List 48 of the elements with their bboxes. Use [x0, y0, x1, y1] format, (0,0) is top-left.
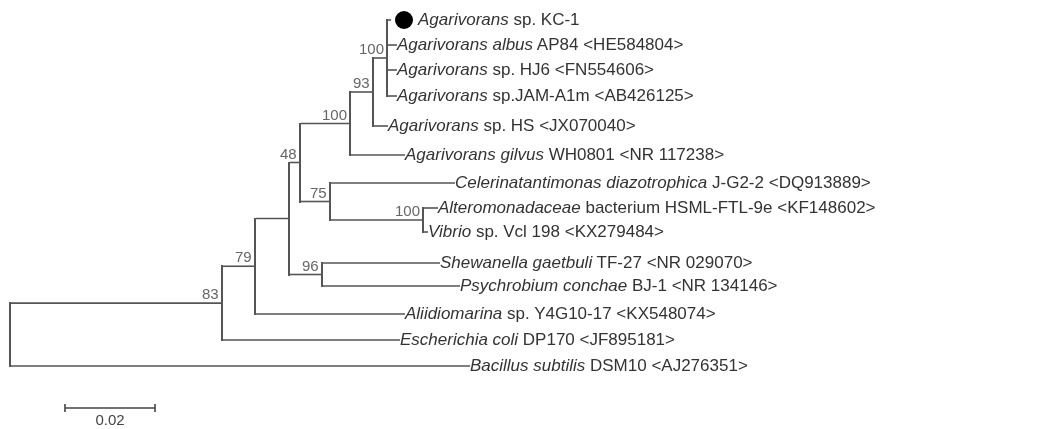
tree-branch [373, 125, 389, 127]
tree-branch [10, 302, 223, 304]
bootstrap-value: 100 [395, 203, 421, 219]
taxon-label: Agarivorans sp. KC-1 [391, 10, 580, 30]
taxon-label: Bacillus subtilis DSM10 <AJ276351> [470, 356, 748, 376]
tree-branch [222, 265, 256, 268]
tree-branch [322, 285, 461, 287]
bootstrap-value: 93 [353, 75, 370, 91]
tree-branch [255, 217, 290, 220]
tree-branch [10, 365, 471, 367]
tree-branch [330, 182, 456, 184]
tree-branch [300, 200, 331, 203]
bootstrap-value: 48 [280, 145, 297, 162]
taxon-label: Alteromonadaceae bacterium HSML-FTL-9e <KF148602> [438, 198, 876, 218]
tree-branch [350, 91, 374, 93]
taxon-label: Vibrio sp. Vcl 198 <KX279484> [428, 222, 664, 242]
tree-branch [423, 231, 429, 233]
bootstrap-value: 100 [322, 106, 348, 123]
taxon-label: Celerinatantimonas diazotrophica J-G2-2 <DQ913889> [455, 173, 871, 193]
tree-branch [387, 44, 398, 46]
taxon-label: Agarivorans sp. HJ6 <FN554606> [397, 60, 655, 80]
tree-branch [255, 313, 406, 315]
tree-branch [289, 273, 323, 276]
tree-branch [387, 19, 392, 21]
taxon-label: Agarivorans sp.JAM-A1m <AB426125> [397, 86, 694, 106]
taxon-label: Agarivorans sp. HS <JX070040> [388, 116, 636, 136]
bootstrap-value: 79 [235, 249, 252, 266]
scale-value: 0.02 [95, 412, 125, 428]
tree-branch [387, 95, 398, 97]
tree-branch [330, 219, 424, 221]
taxon-label: Agarivorans gilvus WH0801 <NR 117238> [405, 145, 725, 165]
taxon-label: Aliidiomarina sp. Y4G10-17 <KX548074> [405, 304, 716, 324]
marker-dot [395, 11, 413, 29]
bootstrap-value: 100 [359, 41, 385, 57]
tree-branch [423, 207, 439, 209]
taxon-label: Agarivorans albus AP84 <HE584804> [397, 35, 684, 55]
taxon-label: Psychrobium conchae BJ-1 <NR 134146> [460, 276, 778, 296]
taxon-label: Escherichia coli DP170 <JF895181> [400, 330, 675, 350]
tree-branch [387, 69, 398, 71]
tree-branch [373, 57, 388, 59]
tree-branch [300, 122, 351, 125]
tree-branch [222, 339, 401, 341]
bootstrap-value: 83 [202, 286, 219, 303]
tree-branch [350, 154, 406, 156]
bootstrap-value: 75 [310, 184, 327, 201]
bootstrap-value: 96 [302, 257, 319, 274]
taxon-label: Shewanella gaetbuli TF-27 <NR 029070> [440, 253, 753, 273]
tree-branch [322, 262, 441, 264]
